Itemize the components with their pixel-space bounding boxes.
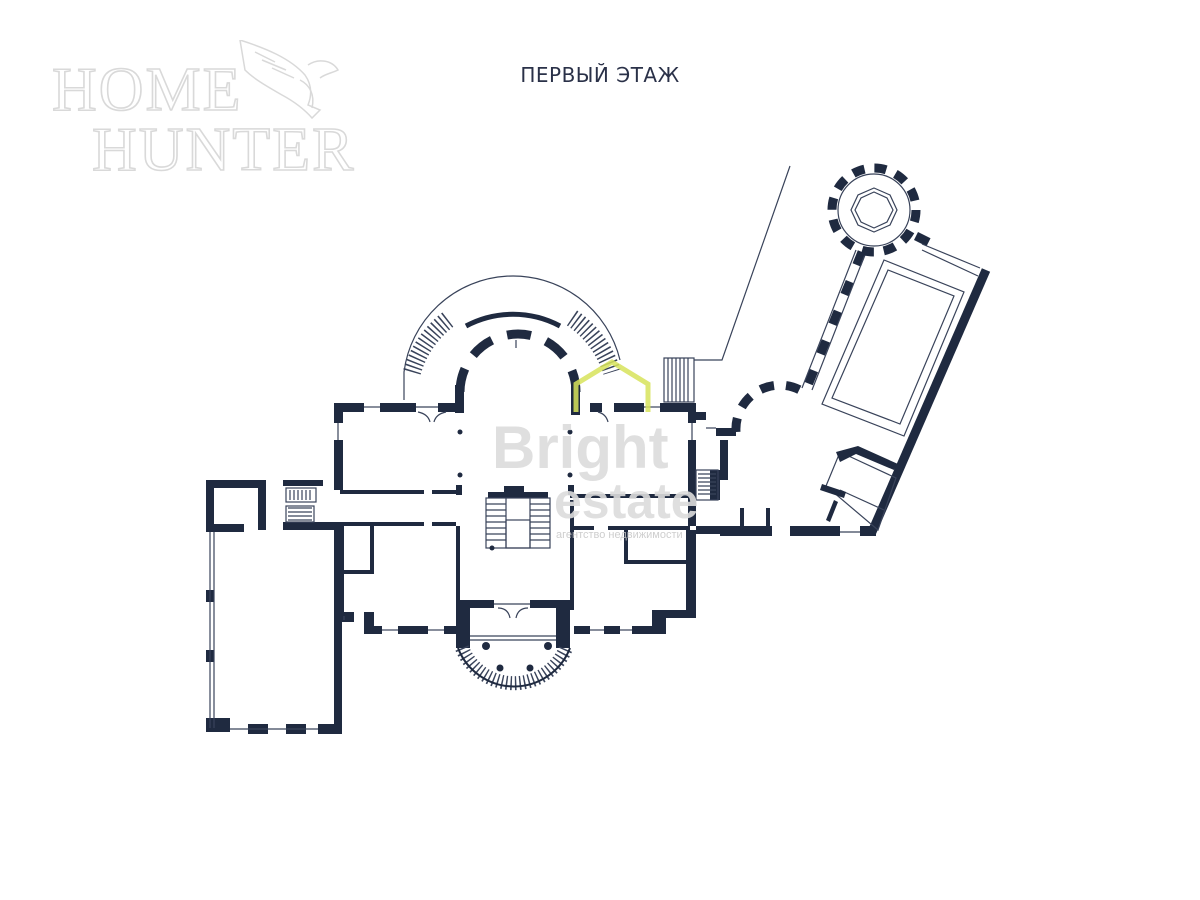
main-block-thin (337, 406, 693, 631)
portico-columns (482, 642, 552, 672)
south-portico (455, 635, 573, 691)
eagle-icon (239, 40, 340, 120)
logo-home-text: HOME (52, 56, 243, 124)
north-apse (403, 275, 621, 400)
house-outline-icon (573, 359, 651, 412)
bright-estate-watermark: Bright estate агентство недвижимости (492, 359, 699, 541)
page-title: ПЕРВЫЙ ЭТАЖ (520, 63, 680, 87)
pool-pavilion-thin (801, 243, 981, 532)
east-connector-thin (663, 165, 860, 533)
watermark-tagline: агентство недвижимости (556, 529, 683, 541)
logo-hunter-text: HUNTER (92, 116, 355, 184)
east-connector (696, 412, 876, 536)
home-hunter-logo: HOME HUNTER (51, 40, 355, 185)
gazebo (827, 163, 921, 257)
columns (457, 429, 573, 551)
watermark-line1: Bright (492, 414, 669, 481)
pool-rooms-walls (820, 446, 898, 522)
pool-pavilion-walls (801, 231, 991, 534)
west-wing (206, 480, 342, 734)
west-wing-thin (209, 487, 318, 730)
east-bay (731, 380, 803, 433)
watermark-line2: estate (554, 473, 699, 529)
main-block-walls (334, 385, 696, 648)
